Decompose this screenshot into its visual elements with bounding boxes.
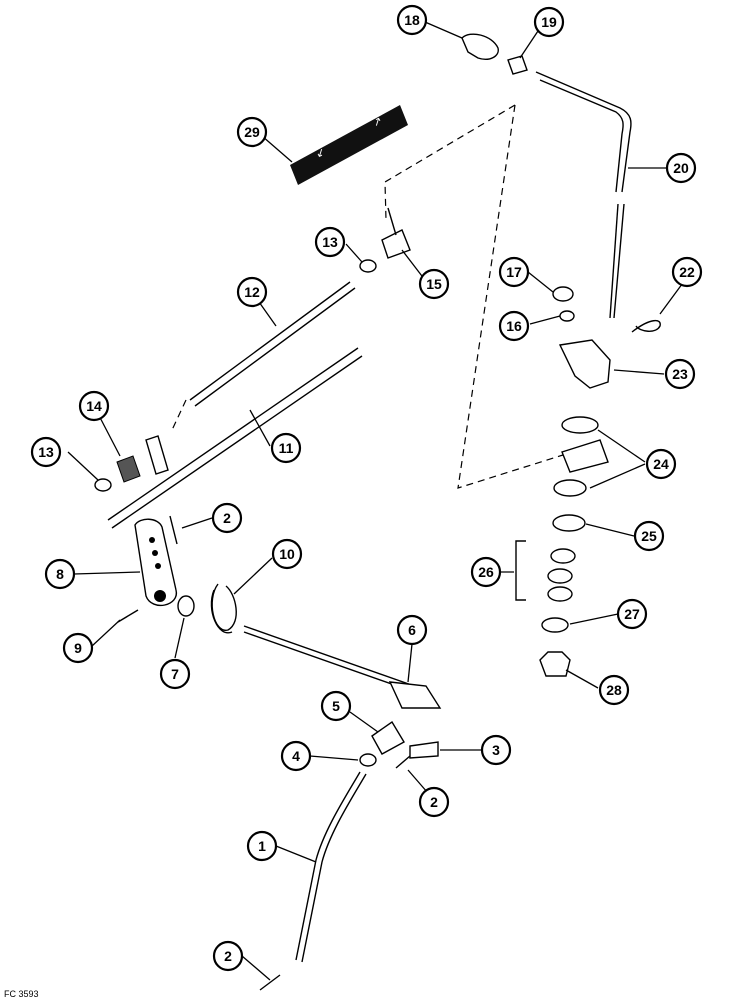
spring-washers-26 [515, 540, 576, 602]
callout-19: 19 [533, 6, 565, 38]
nut-4 [359, 753, 377, 767]
washer-7 [177, 595, 195, 617]
clevis-5 [371, 720, 405, 755]
callout-leaders [67, 21, 689, 981]
nut-28 [539, 651, 571, 677]
svg-text:16: 16 [506, 318, 522, 334]
svg-text:11: 11 [279, 440, 294, 456]
svg-text:6: 6 [408, 622, 416, 638]
figure-code: FC 3593 [4, 989, 39, 999]
sleeve-19 [507, 55, 528, 75]
rod-11 [107, 347, 363, 529]
decal-29: ↙ ↗ [290, 105, 408, 185]
washer-16 [559, 310, 575, 322]
rod-12 [189, 281, 356, 407]
callout-25: 25 [633, 520, 665, 552]
svg-text:8: 8 [56, 566, 64, 582]
svg-text:17: 17 [506, 264, 522, 280]
svg-text:23: 23 [672, 366, 688, 382]
callout-5: 5 [320, 690, 352, 722]
svg-text:9: 9 [74, 640, 82, 656]
svg-text:12: 12 [244, 284, 260, 300]
callout-26: 26 [470, 556, 502, 588]
svg-text:18: 18 [404, 12, 420, 28]
callouts: 18 19 29 20 13 15 12 17 22 16 23 14 11 1… [30, 4, 703, 972]
plate-23 [558, 339, 611, 389]
svg-text:13: 13 [38, 444, 54, 460]
callout-29: 29 [236, 116, 268, 148]
callout-2-upper: 2 [211, 502, 243, 534]
callout-9: 9 [62, 632, 94, 664]
callout-14: 14 [78, 390, 110, 422]
svg-text:24: 24 [653, 456, 669, 472]
callout-7: 7 [159, 658, 191, 690]
callout-17: 17 [498, 256, 530, 288]
callout-18: 18 [396, 4, 428, 36]
svg-text:2: 2 [223, 510, 231, 526]
callout-4: 4 [280, 740, 312, 772]
bushing-14 [116, 455, 141, 483]
rod-6 [243, 625, 442, 709]
callout-10: 10 [271, 538, 303, 570]
svg-text:14: 14 [86, 398, 102, 414]
callout-6: 6 [396, 614, 428, 646]
svg-text:27: 27 [624, 606, 640, 622]
svg-text:20: 20 [673, 160, 689, 176]
washer-27 [541, 617, 569, 633]
callout-8: 8 [44, 558, 76, 590]
svg-text:7: 7 [171, 666, 179, 682]
svg-text:13: 13 [322, 234, 338, 250]
callout-13-top: 13 [314, 226, 346, 258]
callout-23: 23 [664, 358, 696, 390]
svg-text:28: 28 [606, 682, 622, 698]
callout-28: 28 [598, 674, 630, 706]
clip-22 [631, 319, 661, 333]
callout-20: 20 [665, 152, 697, 184]
knob-18 [461, 33, 499, 60]
svg-text:26: 26 [478, 564, 494, 580]
roll-pin-9 [117, 609, 139, 623]
spring-10 [210, 583, 237, 634]
rod-1 [295, 771, 367, 963]
svg-text:15: 15 [426, 276, 442, 292]
svg-text:29: 29 [244, 124, 260, 140]
svg-text:1: 1 [258, 838, 266, 854]
callout-24: 24 [645, 448, 677, 480]
nut-13-top [359, 259, 377, 273]
svg-text:5: 5 [332, 698, 340, 714]
svg-text:3: 3 [492, 742, 500, 758]
callout-27: 27 [616, 598, 648, 630]
svg-text:25: 25 [641, 528, 657, 544]
nut-13-left [94, 478, 112, 492]
callout-22: 22 [671, 256, 703, 288]
svg-text:19: 19 [541, 14, 557, 30]
callout-13-left: 13 [30, 436, 62, 468]
cotter-pin-2-mid [395, 755, 411, 769]
dashed-guide-lines [171, 104, 564, 489]
lever-rod-20 [535, 71, 632, 319]
svg-text:4: 4 [292, 748, 300, 764]
svg-text:2: 2 [430, 794, 438, 810]
callout-15: 15 [418, 268, 450, 300]
svg-text:10: 10 [279, 546, 295, 562]
arm-8 [134, 518, 177, 607]
callout-2-mid: 2 [418, 786, 450, 818]
callout-2-bottom: 2 [212, 940, 244, 972]
callout-16: 16 [498, 310, 530, 342]
pin-3 [409, 741, 439, 759]
svg-text:2: 2 [224, 948, 232, 964]
svg-text:22: 22 [679, 264, 695, 280]
callout-3: 3 [480, 734, 512, 766]
washers-24-25 [552, 416, 609, 532]
bracket-11 [145, 435, 169, 475]
cotter-pin-2-upper [169, 515, 178, 545]
cotter-pin-2-bottom [259, 974, 281, 991]
callout-11: 11 [270, 432, 302, 464]
callout-12: 12 [236, 276, 268, 308]
callout-1: 1 [246, 830, 278, 862]
nut-17 [552, 286, 574, 302]
